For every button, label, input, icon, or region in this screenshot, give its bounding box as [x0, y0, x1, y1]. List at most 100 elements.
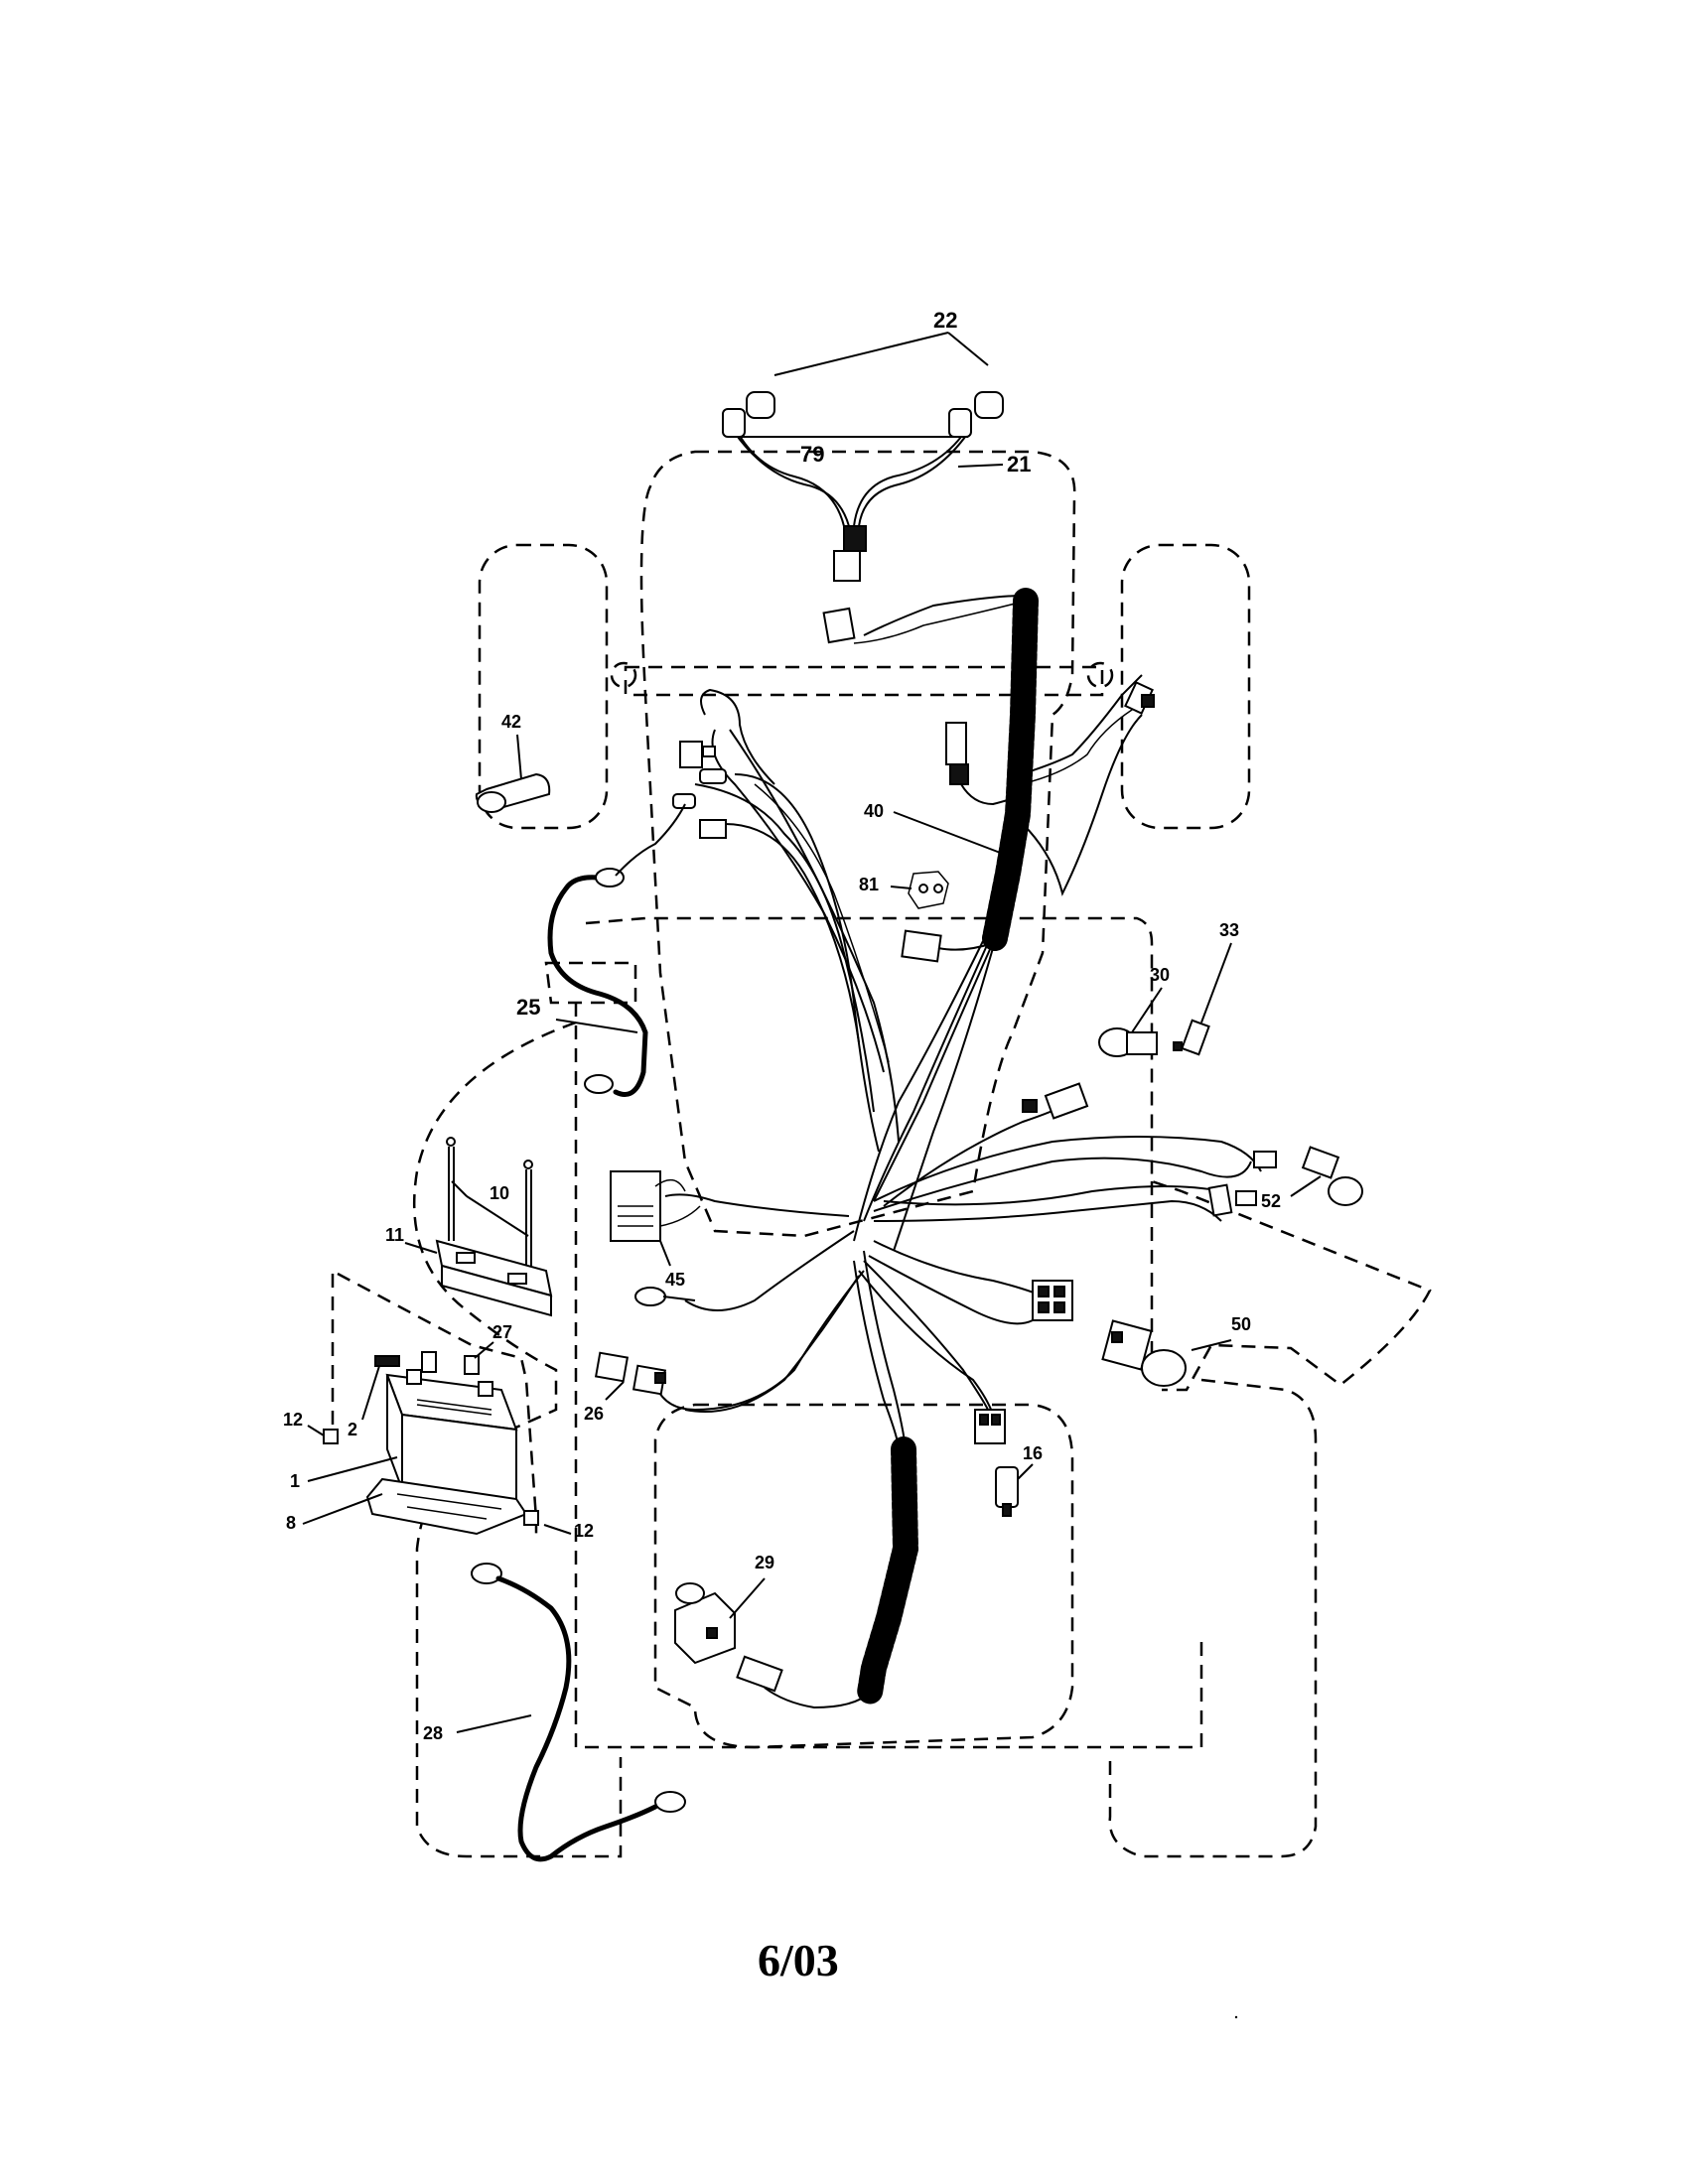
callout-27: 27	[492, 1322, 512, 1342]
clip-12-right	[523, 1510, 539, 1526]
terminal-right-1	[1253, 1151, 1277, 1168]
main-wire-harness	[654, 588, 1277, 1709]
wire-to-6pin	[873, 1240, 1053, 1301]
part-1-battery	[307, 1369, 518, 1503]
leader-21	[957, 464, 1004, 468]
part-52-switch	[1290, 1146, 1363, 1206]
leader-50	[1191, 1339, 1232, 1351]
callout-42: 42	[501, 712, 521, 732]
right-relay-terminal	[1141, 694, 1155, 708]
fan-wire-1	[873, 937, 996, 1202]
module-45-lead	[654, 1178, 686, 1192]
wire-to-16-block	[863, 1260, 989, 1411]
wire-to-29	[764, 1687, 871, 1709]
headlight-wire-left	[734, 426, 845, 527]
leader-33	[1200, 942, 1232, 1024]
tractor-outline	[331, 450, 1432, 1858]
wire-upper-left-2	[711, 729, 885, 1073]
callout-16: 16	[1023, 1443, 1043, 1463]
part-30-ignition	[1098, 987, 1163, 1057]
ignition-connector-tab	[1022, 1099, 1038, 1113]
rear-fender-left-outline	[413, 1021, 623, 1858]
battery-cable-28-ring-top	[471, 1563, 502, 1584]
ignition-switch-barrel	[1126, 1031, 1158, 1055]
rear-right-wheel-outline	[1108, 1378, 1318, 1858]
seat-deck-outline	[653, 1403, 1074, 1749]
ignition-connector	[1044, 1082, 1089, 1120]
headlight-wire-left-b	[734, 432, 850, 527]
harness-conduit-top-ribs	[982, 588, 1039, 951]
leader-12-left	[307, 1425, 325, 1436]
terminal-upper-2	[699, 768, 727, 784]
relay-81-body	[908, 871, 949, 909]
six-pin-cell-1	[1038, 1286, 1050, 1297]
switch-33-body	[1181, 1019, 1210, 1056]
leader-25	[555, 1019, 638, 1033]
callout-45: 45	[665, 1270, 685, 1290]
harness-headlight-plug	[822, 607, 856, 644]
terminal-right-3	[1207, 1183, 1233, 1217]
wire-upper-left-1	[729, 729, 900, 1143]
harness-conduit-bottom-ribs	[857, 1436, 919, 1706]
body-outline	[585, 916, 1432, 1392]
solenoid-29-top	[675, 1582, 705, 1604]
wire-to-52	[873, 1199, 1222, 1222]
six-pin-cell-2	[1053, 1286, 1065, 1297]
switch-33-tab	[1173, 1041, 1183, 1051]
wire-right-lower	[1022, 714, 1143, 896]
battery-area-outline	[574, 1003, 1203, 1749]
seat-switch-body	[1301, 1146, 1340, 1179]
part-27-bolts	[361, 1341, 494, 1421]
wire-upper-left-4	[734, 773, 880, 1153]
fuse-16-body	[995, 1466, 1019, 1508]
front-right-wheel-outline	[1120, 543, 1251, 830]
part-28-cable	[456, 1563, 686, 1862]
battery-cable-28	[495, 1575, 658, 1862]
callout-50: 50	[1231, 1314, 1251, 1334]
battery-terminal-bolt-1	[421, 1351, 437, 1373]
holddown-rod-left-cap	[446, 1137, 456, 1147]
wire-to-26	[654, 1270, 865, 1412]
six-pin-cell-3	[1038, 1301, 1050, 1313]
pigtail-plug	[949, 763, 969, 785]
wire-loop-top	[700, 688, 775, 785]
connector-block-cell-2	[991, 1414, 1001, 1426]
holddown-slot-2	[507, 1273, 527, 1285]
wire-to-switch	[883, 1101, 1073, 1207]
wire-into-lower-coil-b	[853, 1260, 900, 1450]
leader-26	[605, 1381, 625, 1401]
leader-52	[1290, 1175, 1322, 1197]
callout-81: 81	[859, 875, 879, 894]
ground-cable-25	[547, 875, 648, 1097]
headlight-wire-right-b	[858, 432, 969, 527]
terminal-upper-4	[699, 819, 727, 839]
callout-labels: 22 79 21 42 40 81 33 30 25 10 11 52 45 2…	[283, 308, 1281, 1743]
hood-outline	[639, 450, 1076, 1238]
terminal-upper-tip	[702, 746, 716, 757]
module-45-lead-b	[659, 1205, 701, 1227]
axle-right-end	[1086, 661, 1114, 689]
front-axle-outline	[624, 665, 1104, 697]
wire-81-area	[937, 942, 994, 951]
leader-42	[516, 734, 522, 780]
footer-date-code: 6/03	[758, 1935, 839, 1985]
ring-terminal-45	[634, 1287, 696, 1306]
ring-terminal-45-neck	[662, 1296, 696, 1301]
solenoid-29-body	[674, 1591, 736, 1665]
callout-12-left: 12	[283, 1410, 303, 1430]
pto-switch-knob	[1141, 1349, 1187, 1387]
headlight-bulb-left	[746, 391, 775, 419]
callout-26: 26	[584, 1404, 604, 1424]
battery-cable-28-ring-bottom	[654, 1791, 686, 1813]
callout-10: 10	[490, 1183, 509, 1203]
battery-tray	[365, 1477, 528, 1536]
seat-switch-plunger	[1328, 1176, 1363, 1206]
holddown-bar-side	[441, 1264, 552, 1317]
terminal-right-2	[1235, 1190, 1257, 1206]
headlight-socket-left	[722, 408, 746, 438]
callout-30: 30	[1150, 965, 1170, 985]
battery-post-positive	[478, 1381, 493, 1397]
part-16-fuse	[995, 1463, 1034, 1517]
battery-bolt-2	[374, 1355, 400, 1367]
headlight-socket-right	[948, 408, 972, 438]
